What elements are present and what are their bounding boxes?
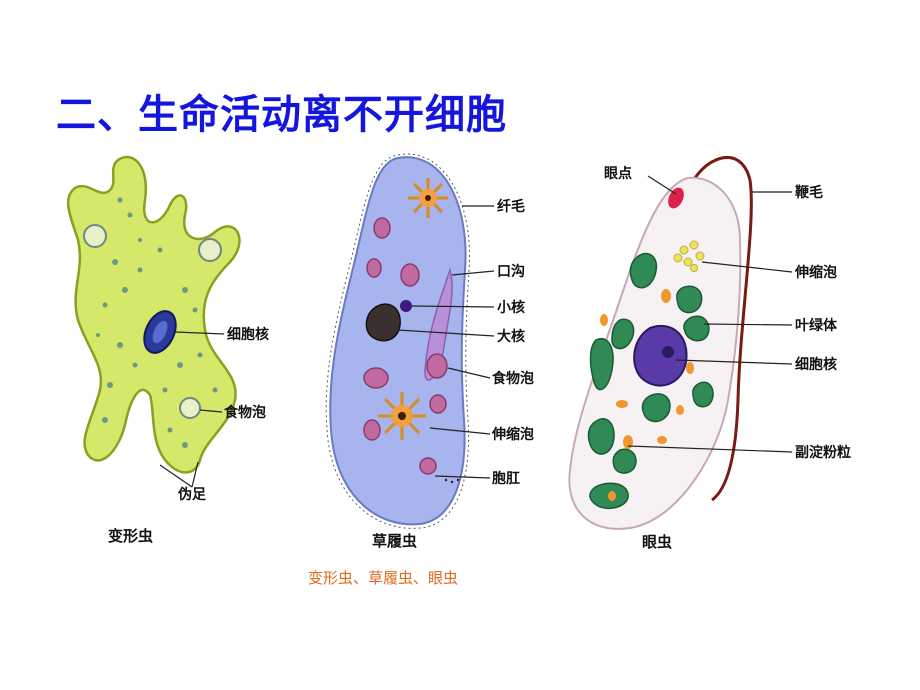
paramecium-food-vacuoles (363, 217, 448, 475)
euglena-nucleus (633, 325, 688, 387)
label-contractile-vacuole-p: 伸缩泡 (491, 426, 534, 443)
label-eyespot: 眼点 (604, 165, 632, 182)
figure-caption: 变形虫、草履虫、眼虫 (308, 569, 459, 587)
paramecium-contractile-vacuole-bottom (378, 392, 426, 440)
amoeba-vacuole (83, 224, 107, 248)
label-flagellum: 鞭毛 (795, 184, 823, 201)
label-paramylon: 副淀粉粒 (795, 444, 851, 461)
euglena-flagellum (688, 156, 753, 502)
label-contractile-vacuole-e: 伸缩泡 (794, 264, 837, 281)
amoeba-vacuole (198, 238, 222, 262)
euglena-name: 眼虫 (642, 533, 672, 551)
paramecium-contractile-vacuole-top (408, 178, 448, 218)
paramecium-illustration: 纤毛 口沟 小核 大核 食物泡 伸缩泡 胞肛 草履虫 (325, 153, 534, 550)
euglena-chloroplasts (587, 252, 714, 510)
label-anal-pore: 胞肛 (491, 470, 520, 487)
paramecium-micronucleus (400, 300, 412, 312)
paramecium-macronucleus (365, 303, 401, 342)
label-chloroplast: 叶绿体 (795, 317, 838, 334)
paramecium-oral-groove (424, 267, 453, 381)
amoeba-granules (96, 197, 218, 448)
amoeba-food-vacuole (179, 397, 201, 419)
label-food-vacuole: 食物泡 (224, 404, 266, 421)
label-micronucleus: 小核 (497, 299, 525, 316)
label-nucleus-e: 细胞核 (795, 356, 837, 373)
paramecium-name: 草履虫 (372, 532, 417, 550)
amoeba-name: 变形虫 (108, 527, 153, 545)
label-oral-groove: 口沟 (497, 263, 525, 280)
amoeba-body (66, 155, 241, 474)
euglena-illustration: 眼点 鞭毛 伸缩泡 叶绿体 细胞核 副淀粉粒 眼虫 (568, 156, 851, 551)
label-nucleus: 细胞核 (227, 326, 269, 343)
label-food-vacuole-p: 食物泡 (492, 370, 534, 387)
page-title: 二、生命活动离不开细胞 (56, 92, 507, 138)
euglena-eyespot (668, 187, 684, 209)
euglena-contractile-vacuole (673, 240, 705, 272)
label-pseudopod: 伪足 (177, 486, 207, 503)
label-macronucleus: 大核 (497, 328, 525, 345)
amoeba-illustration: 细胞核 食物泡 伪足 变形虫 (66, 155, 269, 545)
label-cilia: 纤毛 (497, 198, 525, 215)
